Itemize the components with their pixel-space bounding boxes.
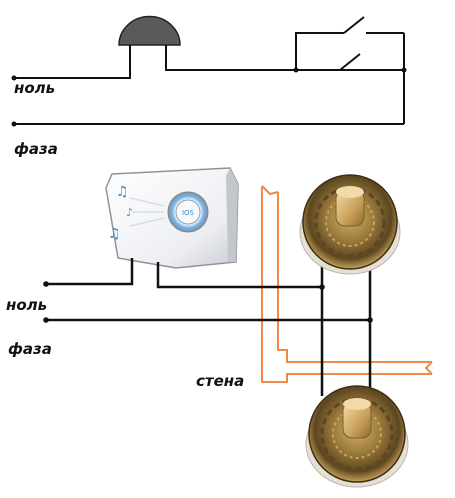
label-wall: стена [196, 372, 244, 390]
neutral-wire-top [14, 45, 131, 79]
bell-to-switch-wire [165, 45, 404, 71]
label-phase-top: фаза [14, 140, 58, 158]
label-phase-bottom: фаза [8, 340, 52, 358]
bottom-wires [46, 258, 372, 396]
doorbell-unit-icon: IOS ♫ ♪ ♫ [105, 167, 239, 269]
top-schematic: ноль фаза [11, 15, 407, 158]
wall [261, 185, 433, 383]
svg-text:♫: ♫ [108, 226, 121, 242]
device-button-text: IOS [182, 209, 195, 217]
bottom-diagram: стена IOS ♫ ♪ ♫ [6, 167, 433, 488]
bell-icon [118, 15, 181, 46]
push-button-icon [305, 385, 409, 488]
svg-text:♪: ♪ [126, 206, 133, 219]
label-neutral-bottom: ноль [6, 296, 47, 314]
music-note-icon: ♫ ♪ ♫ [108, 184, 133, 242]
label-neutral-top: ноль [14, 79, 55, 97]
switch-icon [295, 16, 405, 124]
push-button-icon [299, 174, 401, 275]
svg-text:♫: ♫ [116, 184, 129, 200]
